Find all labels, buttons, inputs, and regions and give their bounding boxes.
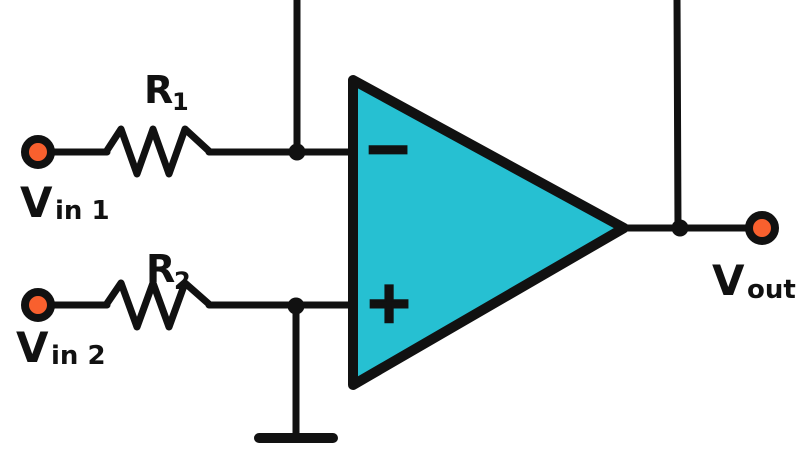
vin2-label: V xyxy=(16,323,49,372)
r1-label: R xyxy=(144,68,173,112)
vout-terminal xyxy=(745,211,779,245)
vout-label-sub: out xyxy=(747,275,796,305)
vin2-label-sub: in 2 xyxy=(51,341,106,371)
vin1-label-sub: in 1 xyxy=(55,196,110,226)
vout-label: V xyxy=(712,256,745,305)
vin1-terminal xyxy=(21,135,55,169)
resistor-r1 xyxy=(102,125,214,178)
junction-dot-noninverting xyxy=(287,297,305,315)
junction-dot-output xyxy=(671,219,689,237)
output-branch-wire xyxy=(673,0,682,232)
minus-icon: − xyxy=(364,114,413,182)
vin2-terminal xyxy=(21,288,55,322)
r2-label-sub: 2 xyxy=(174,267,191,295)
junction-dot-inverting xyxy=(288,143,306,161)
vin1-label: V xyxy=(20,178,53,227)
resistor-r2 xyxy=(102,279,214,331)
opamp-body xyxy=(348,75,629,390)
r2-label: R xyxy=(146,247,175,291)
plus-icon: + xyxy=(365,268,414,336)
r1-label-sub: 1 xyxy=(172,88,189,116)
